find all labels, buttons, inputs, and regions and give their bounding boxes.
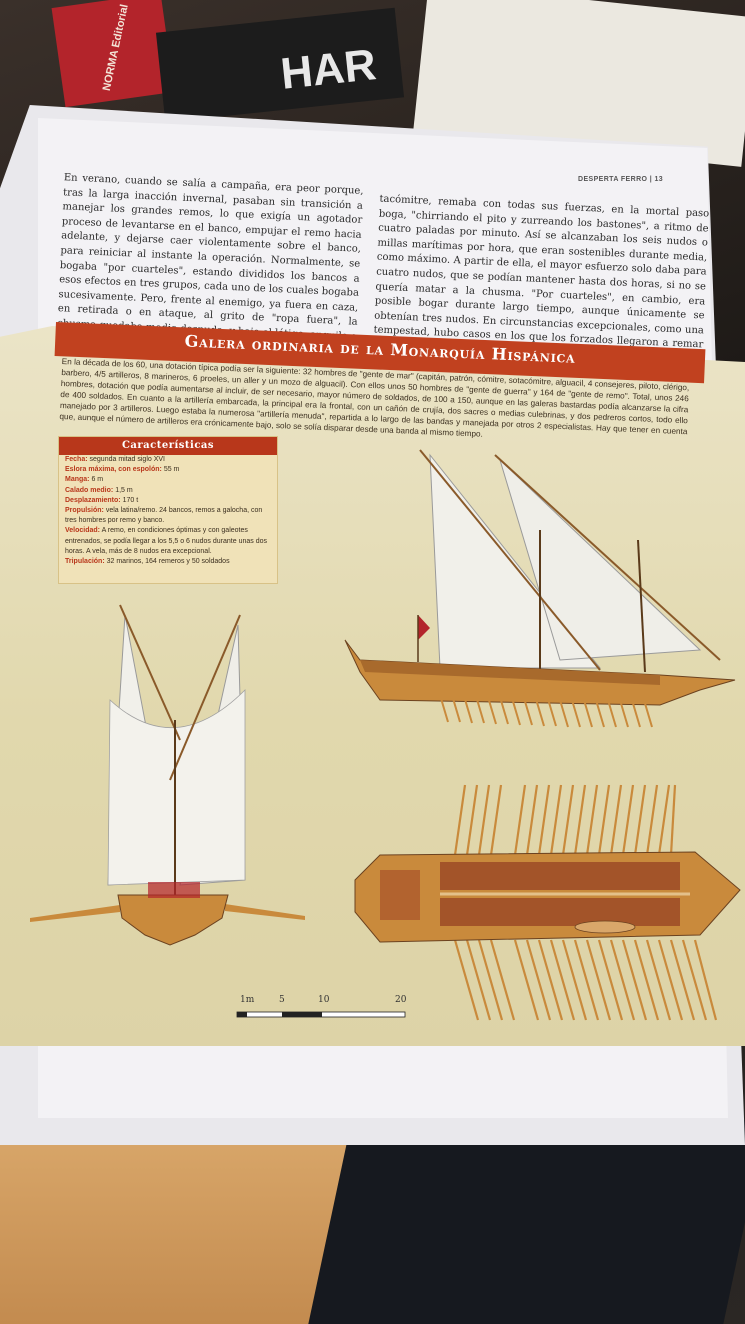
spec-row: Velocidad: A remo, en condiciones óptima…	[59, 526, 277, 557]
spec-row: Manga: 6 m	[59, 475, 277, 485]
spec-value: 6 m	[91, 476, 104, 484]
spec-row: Desplazamiento: 170 t	[59, 496, 277, 506]
spec-key: Manga:	[65, 476, 90, 484]
page-header: DESPERTA FERRO | 13	[578, 176, 663, 183]
magazine-name: DESPERTA FERRO	[578, 176, 648, 183]
spec-row: Eslora máxima, con espolón: 55 m	[59, 465, 277, 475]
galley-side-view	[344, 449, 736, 728]
spec-key: Tripulación:	[65, 558, 105, 566]
scale-label: 10	[318, 995, 330, 1005]
scale-bar	[236, 1011, 406, 1018]
spec-row: Propulsión: vela latina/remo. 24 bancos,…	[59, 506, 277, 526]
scale-label: 20	[395, 995, 407, 1005]
spec-value: 170 t	[122, 496, 139, 504]
spec-value: A remo, en condiciones óptimas y con gal…	[65, 527, 267, 555]
spec-key: Desplazamiento:	[65, 496, 121, 504]
header-divider: |	[649, 176, 655, 183]
specs-heading: Características	[59, 437, 277, 455]
spec-row: Calado medio: 1,5 m	[59, 486, 277, 496]
spec-key: Propulsión:	[65, 507, 104, 515]
spec-value: 1,5 m	[115, 486, 133, 494]
galley-front-view	[30, 604, 305, 946]
page-number: 13	[654, 176, 664, 183]
spec-value: 55 m	[163, 466, 180, 474]
scale-label: 1m	[240, 995, 255, 1005]
spec-row: Fecha: segunda mitad siglo XVI	[59, 455, 277, 465]
spec-value: vela latina/remo. 24 bancos, remos a gal…	[65, 507, 263, 525]
spec-key: Velocidad:	[65, 527, 101, 535]
galley-top-view	[354, 784, 741, 1021]
spec-value: 32 marinos, 164 remeros y 50 soldados	[106, 558, 230, 566]
spec-key: Fecha:	[65, 456, 88, 463]
spec-value: segunda mitad siglo XVI	[89, 456, 166, 463]
spec-key: Calado medio:	[65, 486, 114, 494]
specs-box: Características Fecha: segunda mitad sig…	[58, 436, 278, 584]
spec-row: Tripulación: 32 marinos, 164 remeros y 5…	[59, 557, 277, 567]
scale-label: 5	[279, 995, 285, 1005]
spec-key: Eslora máxima, con espolón:	[65, 466, 162, 474]
